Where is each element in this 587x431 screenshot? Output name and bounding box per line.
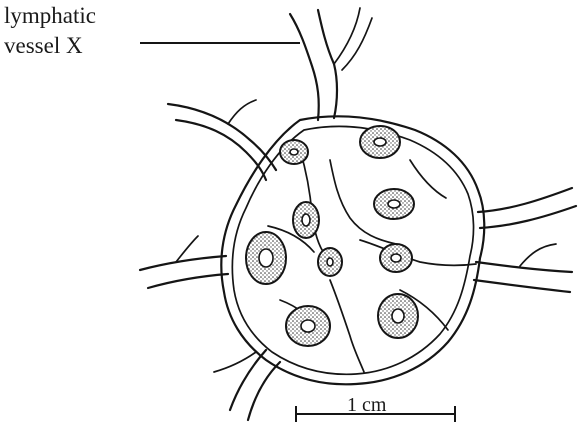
lymphatic-vessel-x-branch <box>334 8 360 64</box>
vessel-lower-left-wall <box>248 362 280 420</box>
vessel-upper-left <box>168 104 276 170</box>
vessel-right-lower <box>476 262 572 272</box>
follicle-9-core <box>392 309 404 323</box>
vessel-left-wall <box>148 274 228 288</box>
follicle-5-core <box>259 249 273 267</box>
vessel-upper-left-wall <box>176 120 266 180</box>
vessel-left <box>140 256 226 270</box>
sinus-channel-4 <box>330 280 364 372</box>
vessel-upper-left-branch <box>228 100 256 124</box>
follicle-8-core <box>301 320 315 332</box>
vessel-lower-left-branch <box>214 352 256 372</box>
follicle-3-core <box>302 214 310 226</box>
scale-bar-label: 1 cm <box>347 394 386 417</box>
lymphatic-vessel-x <box>290 14 319 120</box>
follicle-7-core <box>391 254 401 262</box>
label-vessel-x: vessel X <box>4 32 83 60</box>
vessel-lower-left <box>230 350 266 410</box>
sinus-channel-8 <box>360 240 476 265</box>
follicle-2-core <box>374 138 386 146</box>
follicle-1-core <box>290 149 298 155</box>
vessel-left-branch <box>176 236 198 262</box>
label-lymphatic: lymphatic <box>4 2 96 30</box>
vessel-right-branch <box>520 244 556 266</box>
vessel-right-upper <box>478 188 572 212</box>
sinus-channel-5 <box>410 160 446 198</box>
vessel-right-lower-wall <box>474 280 570 292</box>
follicle-4-core <box>388 200 400 208</box>
follicle-6-core <box>327 258 333 266</box>
